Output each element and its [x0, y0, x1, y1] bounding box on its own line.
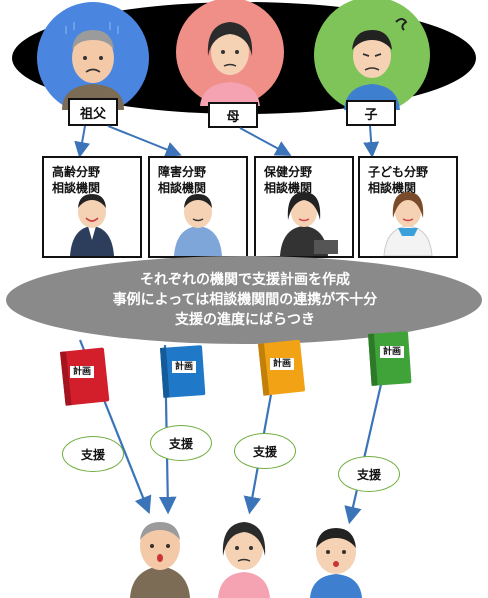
plan-label-2: 計画 [172, 361, 197, 373]
agency-children: 子ども分野 相談機関 [358, 156, 458, 258]
child-label: 子 [346, 100, 396, 126]
agency-elderly: 高齢分野 相談機関 [42, 156, 142, 258]
staff-woman-icon [383, 192, 433, 256]
plan-book-green [368, 331, 412, 386]
agency-elderly-name: 高齢分野 相談機関 [52, 165, 101, 195]
agency-health-name: 保健分野 相談機関 [264, 165, 313, 195]
arrow-child-children [363, 125, 380, 158]
summary-line-1: それぞれの機関で支援計画を作成 [140, 272, 350, 288]
grandfather-label: 祖父 [68, 98, 118, 126]
staff-woman-icon [280, 192, 338, 256]
arrow-mother-health [239, 127, 292, 156]
agency-disability-name: 障害分野 相談機関 [158, 165, 207, 195]
agency-children-name: 子ども分野 相談機関 [368, 165, 429, 195]
summary-line-2: 事例によっては相談機関間の連携が不十分 [112, 292, 378, 308]
mother-label: 母 [208, 102, 258, 128]
summary-line-3: 支援の進度にばらつき [175, 312, 315, 328]
family-banner [12, 0, 476, 114]
support-label-3: 支援 [234, 433, 296, 469]
mother-figure [200, 22, 260, 106]
support-label-4: 支援 [338, 456, 400, 492]
plan-label-1: 計画 [70, 366, 95, 378]
arrow-grandfather-elderly [74, 125, 90, 158]
support-label-1: 支援 [62, 436, 124, 472]
staff-man-icon [70, 194, 114, 256]
support-label-2: 支援 [150, 425, 212, 461]
plan-label-4: 計画 [380, 346, 405, 358]
plan-label-3: 計画 [270, 358, 295, 370]
staff-man-icon [174, 194, 222, 256]
summary-text: それぞれの機関で支援計画を作成 事例によっては相談機関間の連携が不十分 支援の進… [20, 262, 470, 338]
agency-health: 保健分野 相談機関 [254, 156, 354, 258]
arrow-grandfather-disability [107, 125, 182, 157]
